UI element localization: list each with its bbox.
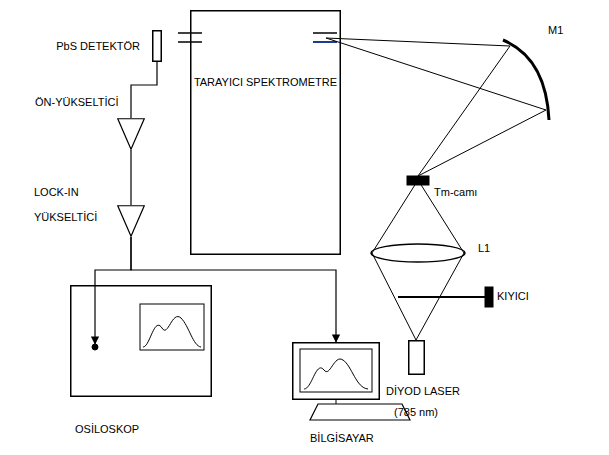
lockin-amplifier-triangle: LOCK-IN YÜKSELTİCİ xyxy=(117,205,145,237)
monitor-stand xyxy=(336,400,337,404)
lockin-amplifier-triangle-outline xyxy=(117,205,145,237)
computer-monitor: BİLGİSAYAR xyxy=(292,342,380,400)
preamp-triangle-outline xyxy=(117,118,145,150)
signal-wire xyxy=(131,62,157,118)
node-label: OSİLOSKOP xyxy=(75,423,139,436)
chopper-blade xyxy=(398,296,486,298)
spectrometer-box: TARAYICI SPEKTROMETRE xyxy=(190,10,341,255)
detector-box: PbS DETEKTÖR xyxy=(152,30,162,62)
laser-box-outline xyxy=(408,340,425,375)
part-label: KIYICI xyxy=(497,290,529,303)
part-label: L1 xyxy=(478,242,490,255)
reflected-beam xyxy=(326,38,546,110)
exit-slit xyxy=(313,32,337,34)
reflected-beam xyxy=(326,38,510,46)
tm-glass-sample xyxy=(407,176,429,185)
lens xyxy=(371,244,465,262)
laser-box: DİYOD LASER(785 nm) xyxy=(408,340,425,375)
oscilloscope: OSİLOSKOP xyxy=(70,285,212,397)
computer-monitor-outline xyxy=(292,342,380,400)
node-label: (785 nm) xyxy=(394,406,438,419)
node-label: BİLGİSAYAR xyxy=(310,432,374,445)
exit-slit xyxy=(313,41,337,43)
node-label: ÖN-YÜKSELTİCİ xyxy=(35,96,119,109)
oscilloscope-screen xyxy=(140,304,204,350)
signal-wire xyxy=(95,237,131,344)
node-label: LOCK-IN YÜKSELTİCİ xyxy=(34,180,114,230)
part-label: Tm-camı xyxy=(434,186,477,199)
signal-trace xyxy=(143,317,201,347)
node-label: TARAYICI SPEKTROMETRE xyxy=(190,72,341,92)
concave-mirror xyxy=(503,40,549,120)
signal-wire xyxy=(130,150,131,205)
chopper-motor xyxy=(485,287,493,307)
detector-box-outline xyxy=(152,30,162,62)
preamp-triangle: ÖN-YÜKSELTİCİ xyxy=(117,118,145,150)
signal-trace xyxy=(304,359,368,389)
spectrometer-box-outline xyxy=(190,10,341,255)
emission-beam xyxy=(418,110,546,176)
computer-screen xyxy=(300,349,372,392)
part-label: M1 xyxy=(548,24,563,37)
node-label: DİYOD LASER xyxy=(386,385,460,398)
signal-wire xyxy=(131,237,336,342)
input-dot xyxy=(92,344,98,350)
focused-beam xyxy=(372,180,418,253)
emission-beam xyxy=(418,46,510,176)
node-label: PbS DETEKTÖR xyxy=(56,40,140,53)
oscilloscope-outline xyxy=(70,285,212,397)
